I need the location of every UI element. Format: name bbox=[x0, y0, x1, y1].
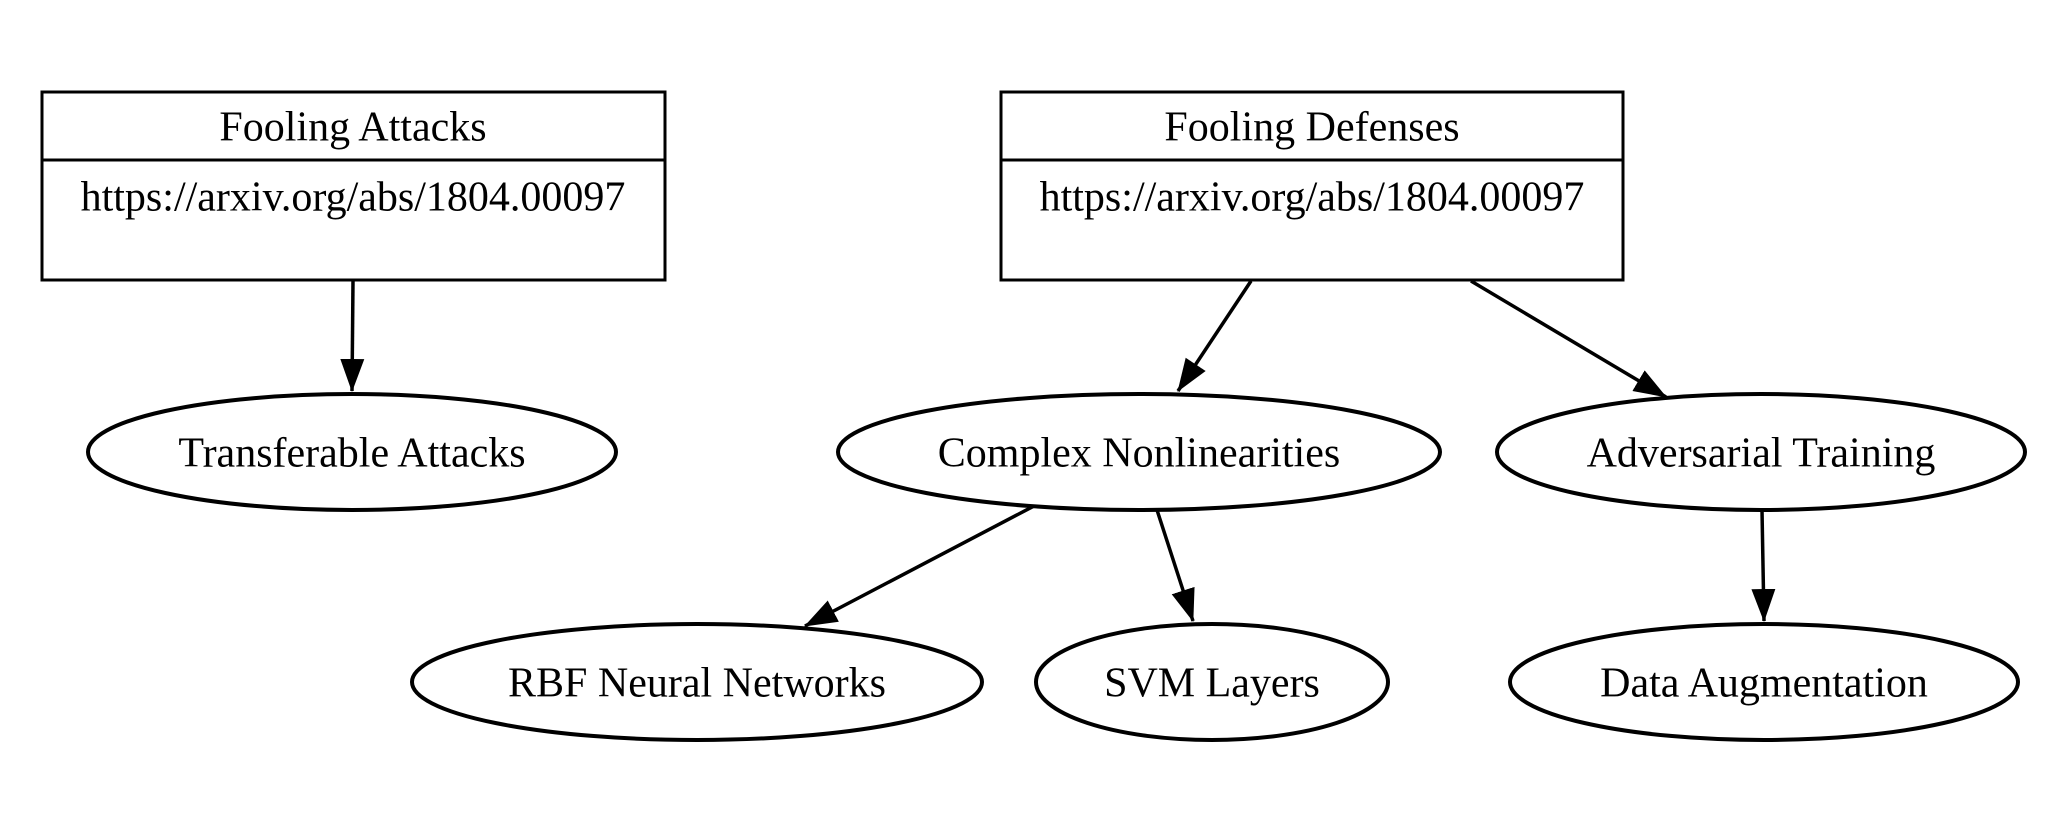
edge-complex-nonlinearities-to-svm-layers bbox=[1155, 509, 1195, 622]
edge-complex-nonlinearities-to-rbf-neural-networks bbox=[804, 504, 1035, 628]
edge-fooling-defenses-to-adversarial-training bbox=[1470, 279, 1667, 399]
svm-layers-label: SVM Layers bbox=[1104, 661, 1320, 707]
transferable-attacks-label: Transferable Attacks bbox=[178, 431, 525, 477]
transferable-attacks-ellipse bbox=[86, 392, 618, 512]
node-adversarial-training: Adversarial Training bbox=[1495, 392, 2027, 512]
edge-fooling-defenses-to-complex-nonlinearities bbox=[1176, 280, 1253, 392]
fooling-defenses-title: Fooling Defenses bbox=[1164, 105, 1459, 151]
node-fooling-attacks: Fooling Attacks https://arxiv.org/abs/18… bbox=[40, 90, 667, 282]
svm-layers-ellipse bbox=[1034, 622, 1390, 742]
node-transferable-attacks: Transferable Attacks bbox=[86, 392, 618, 512]
complex-nonlinearities-label: Complex Nonlinearities bbox=[938, 431, 1340, 477]
fooling-defenses-url: https://arxiv.org/abs/1804.00097 bbox=[1040, 175, 1585, 221]
node-complex-nonlinearities: Complex Nonlinearities bbox=[836, 392, 1442, 512]
fooling-attacks-box bbox=[40, 90, 667, 282]
rbf-neural-networks-ellipse bbox=[410, 622, 984, 742]
node-data-augmentation: Data Augmentation bbox=[1508, 622, 2020, 742]
fooling-defenses-box bbox=[999, 90, 1625, 282]
data-augmentation-ellipse bbox=[1508, 622, 2020, 742]
node-svm-layers: SVM Layers bbox=[1034, 622, 1390, 742]
data-augmentation-label: Data Augmentation bbox=[1600, 661, 1928, 707]
node-fooling-defenses: Fooling Defenses https://arxiv.org/abs/1… bbox=[999, 90, 1625, 282]
adversarial-training-label: Adversarial Training bbox=[1587, 431, 1936, 477]
edge-group bbox=[340, 279, 1776, 628]
edge-adversarial-training-to-data-augmentation bbox=[1751, 509, 1776, 622]
fooling-attacks-title: Fooling Attacks bbox=[219, 105, 486, 151]
fooling-attacks-url: https://arxiv.org/abs/1804.00097 bbox=[81, 175, 626, 221]
rbf-neural-networks-label: RBF Neural Networks bbox=[508, 661, 886, 707]
adversarial-training-ellipse bbox=[1495, 392, 2027, 512]
node-rbf-neural-networks: RBF Neural Networks bbox=[410, 622, 984, 742]
edge-fooling-attacks-to-transferable-attacks bbox=[340, 280, 365, 392]
complex-nonlinearities-ellipse bbox=[836, 392, 1442, 512]
